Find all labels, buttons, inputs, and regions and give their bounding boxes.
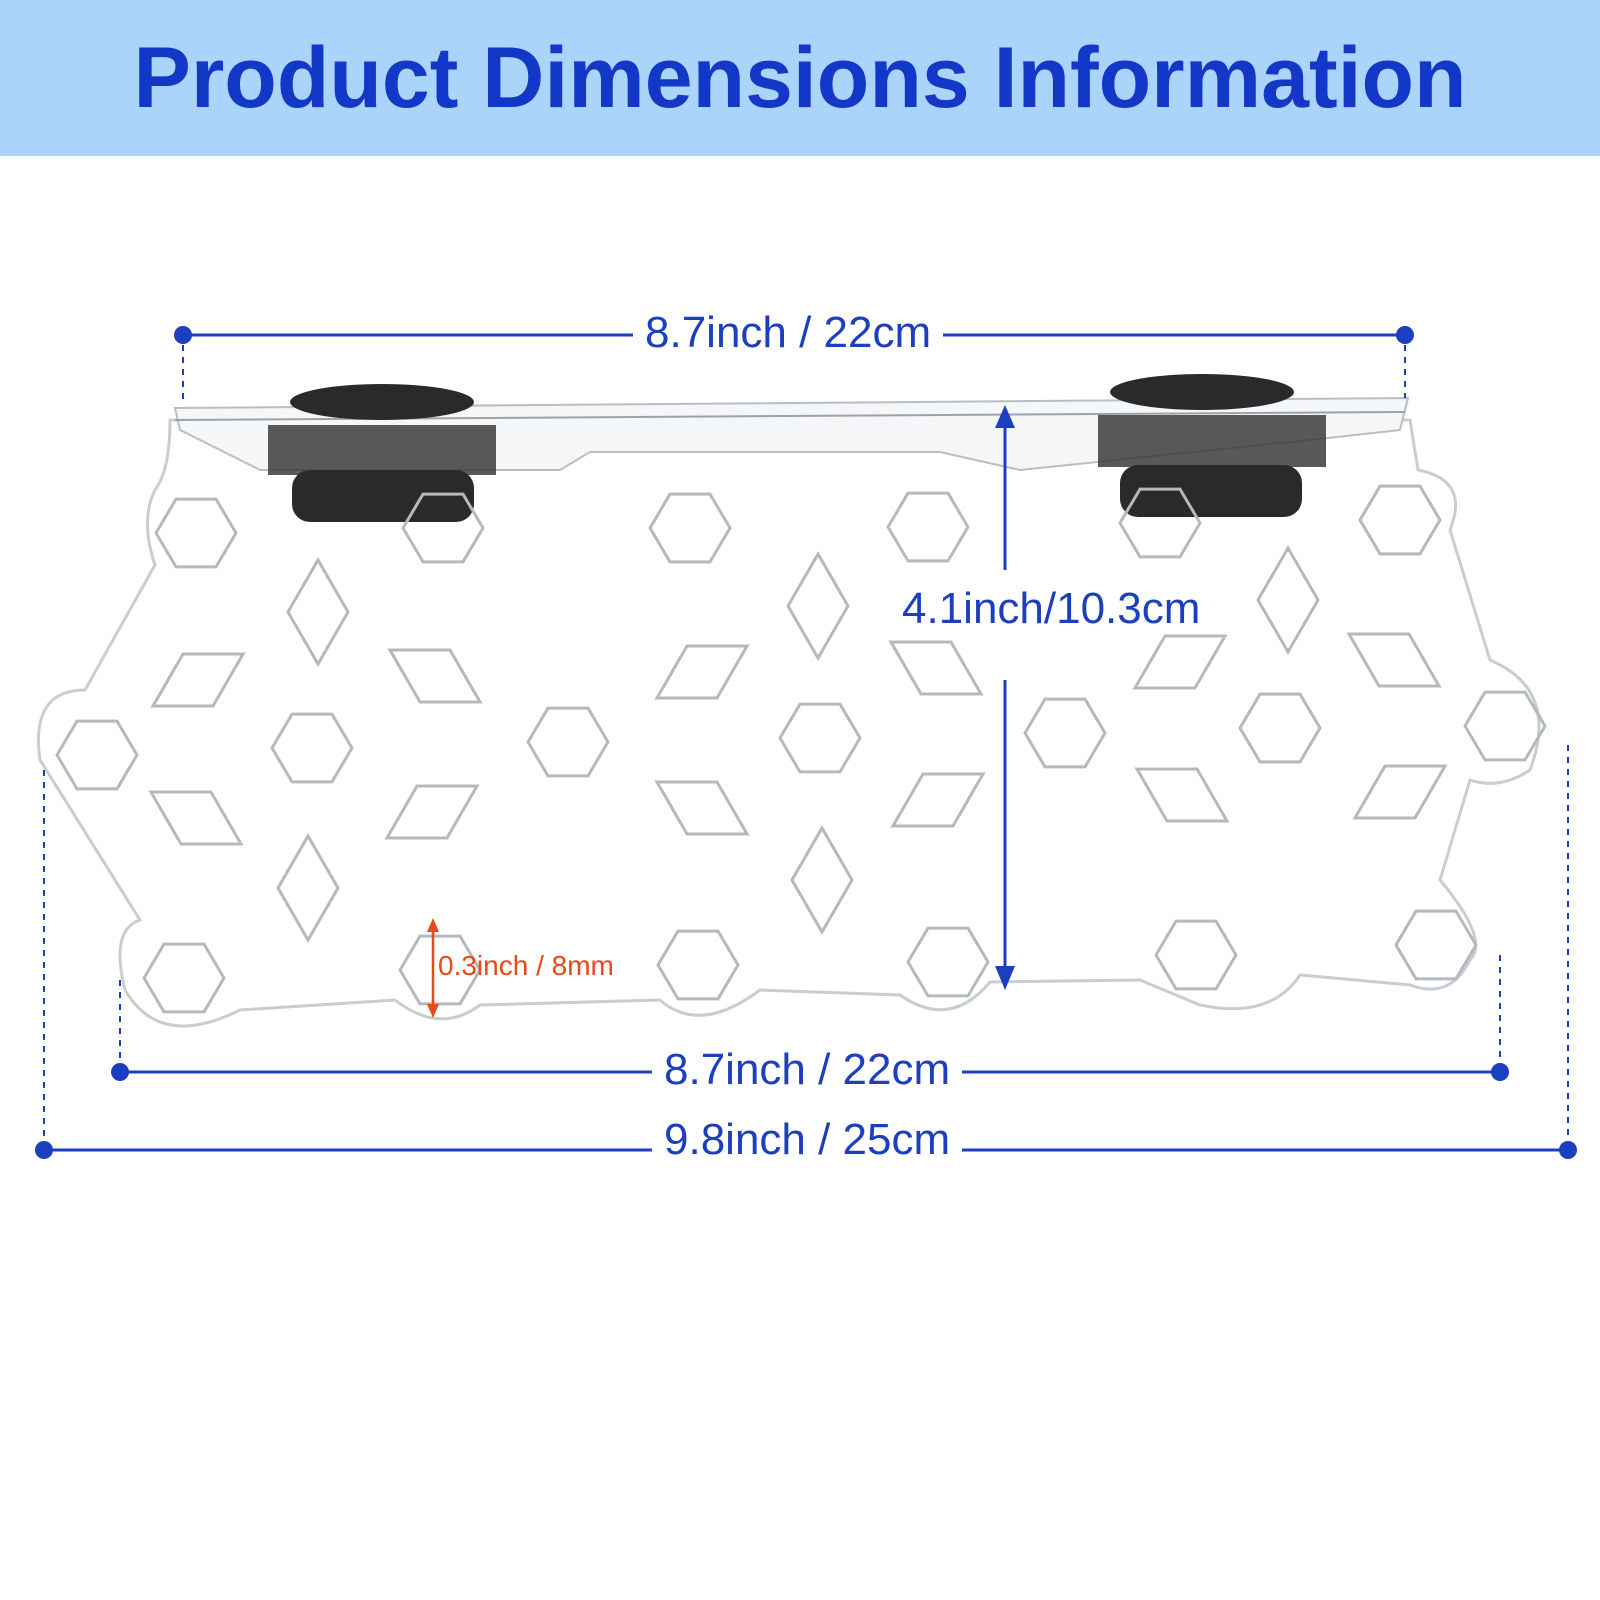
overall-width-label: 9.8inch / 25cm [652,1115,963,1165]
diamond-cutout [654,780,750,836]
shelf-body [37,396,1541,1028]
hexagon-cutout [398,934,482,1006]
hexagon-cutout [1463,690,1547,762]
header-banner [0,0,1600,156]
hexagon-cutout [1023,697,1107,769]
hexagon-cutout [1118,487,1202,559]
hexagon-cutout [401,492,485,564]
diamond-cutout [786,550,850,662]
hexagon-cutout [154,497,238,569]
hexagon-cutout [886,491,970,563]
hexagon-cutout [1358,484,1442,556]
diamond-cutout [150,652,246,708]
height-dimension [995,405,1015,990]
hexagon-cutout [656,929,740,1001]
diamond-cutouts [148,544,1448,944]
hexagon-cutout [1394,909,1478,981]
hexagon-cutout [526,706,610,778]
hexagon-cutout [270,712,354,784]
hexagon-cutout [648,492,732,564]
hexagon-cutout [1238,692,1322,764]
suction-cup-right [1098,374,1326,517]
height-label: 4.1inch/10.3cm [902,584,1201,633]
diamond-cutout [148,790,244,846]
diamond-cutout [1352,764,1448,820]
diamond-cutout [654,644,750,700]
hexagon-cutout [142,942,226,1014]
diamond-cutout [286,556,350,668]
hexagon-cutout [778,702,862,774]
diamond-cutout [276,832,340,944]
hexagon-cutout [1154,919,1238,991]
diamond-cutout [888,640,984,696]
hexagon-cutout [55,719,139,791]
hole-size-label: 0.3inch / 8mm [438,950,614,981]
diamond-cutout [1346,632,1442,688]
bottom-width-label: 8.7inch / 22cm [652,1045,963,1095]
diamond-cutout [1132,634,1228,690]
diamond-cutout [1256,544,1320,656]
hexagon-cutout [906,926,990,998]
diamond-cutout [890,772,986,828]
suction-cup-left [268,384,496,522]
diamond-cutout [1134,767,1230,823]
hole-dimension [427,918,439,1018]
page-title: Product Dimensions Information [133,30,1467,126]
diamond-cutout [790,824,854,936]
diamond-cutout [384,784,480,840]
hexagon-cutouts [55,484,1547,1014]
top-width-label: 8.7inch / 22cm [633,308,944,358]
diamond-cutout [387,648,483,704]
